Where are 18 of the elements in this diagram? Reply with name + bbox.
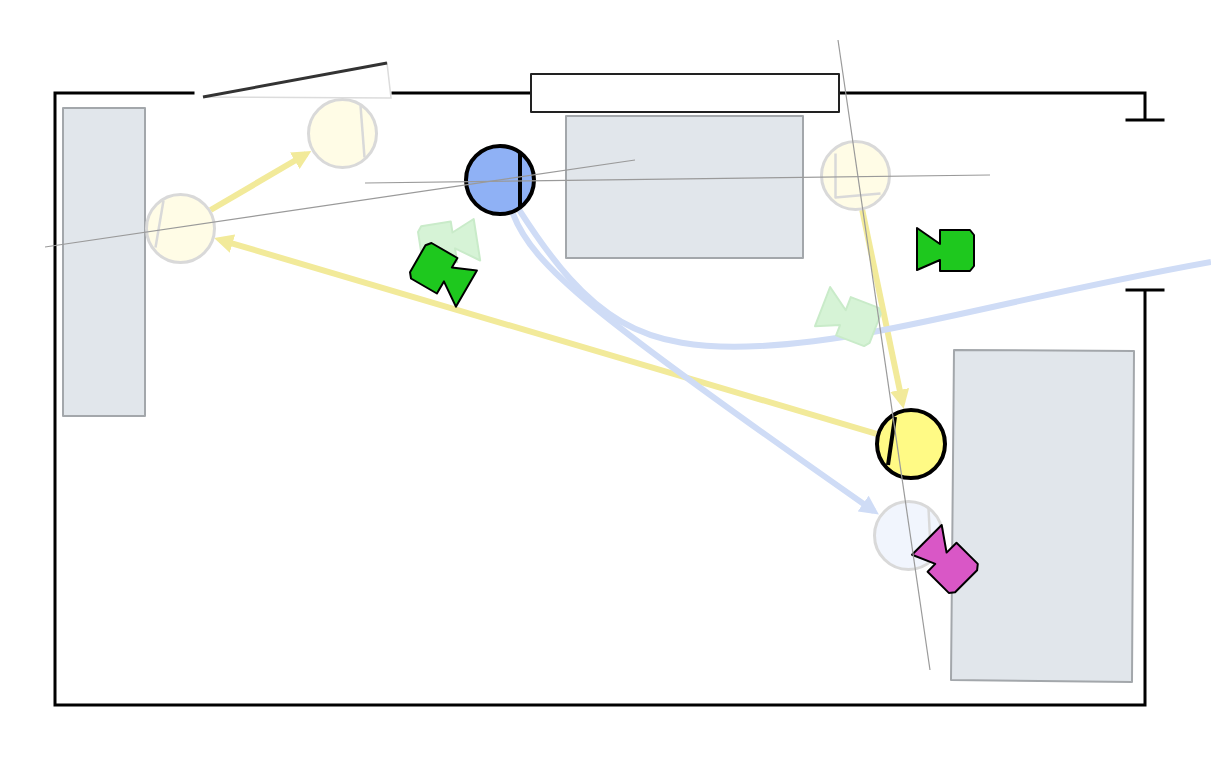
movement-arrow — [214, 234, 878, 437]
faded-actor-icon — [306, 97, 378, 169]
movement-arrow — [510, 212, 879, 515]
movement-arrow — [859, 209, 910, 409]
actor-icon — [875, 408, 947, 480]
faded-actor-icon — [819, 139, 891, 211]
camera-icon — [409, 242, 479, 309]
furniture-block — [565, 115, 804, 259]
camera-icon — [911, 523, 979, 594]
movement-path — [517, 208, 1211, 350]
furniture-block — [950, 349, 1135, 683]
faded-actor-icon — [144, 192, 216, 264]
window — [530, 73, 840, 113]
furniture-block — [62, 107, 146, 417]
faded-camera-icon — [813, 286, 882, 348]
camera-icon — [916, 227, 975, 272]
movement-arrow — [209, 151, 312, 213]
actor-icon — [464, 144, 536, 216]
